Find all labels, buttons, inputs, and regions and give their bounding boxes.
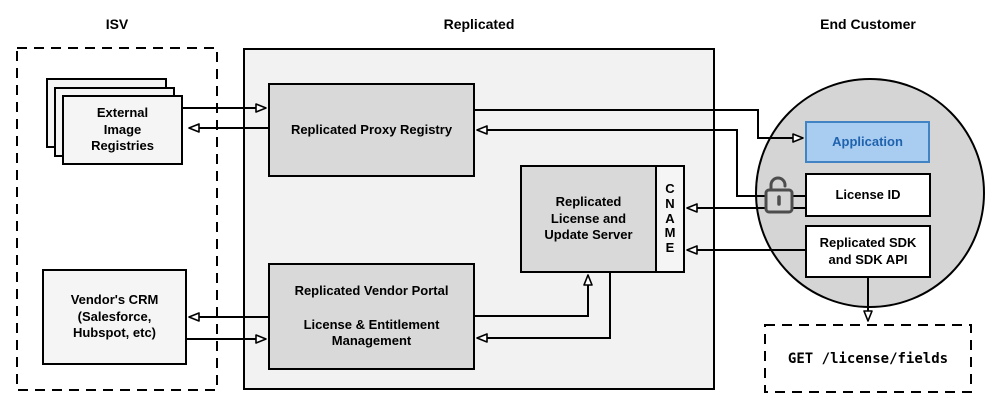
sdk-label: Replicated SDK and SDK API: [819, 234, 917, 267]
edge-licenseserver-to-portal: [476, 273, 611, 343]
section-title-isv: ISV: [105, 16, 129, 32]
license-id-label: License ID: [835, 186, 901, 202]
external-registries-box: External Image Registries: [62, 95, 183, 165]
vendor-portal-label: Replicated Vendor Portal License & Entit…: [294, 282, 449, 349]
cname-strip: C N A M E: [655, 167, 683, 271]
application-box: Application: [805, 121, 930, 163]
cname-label: C N A M E: [664, 180, 676, 256]
section-title-end-customer: End Customer: [820, 16, 916, 32]
unlock-icon: [764, 176, 794, 214]
get-endpoint-dashed-box: [764, 324, 972, 393]
sdk-box: Replicated SDK and SDK API: [805, 225, 931, 278]
vendor-crm-label: Vendor's CRM (Salesforce, Hubspot, etc): [70, 291, 159, 341]
get-endpoint-box: GET /license/fields: [765, 325, 971, 392]
license-id-box: License ID: [805, 173, 931, 217]
license-update-server-box: Replicated License and Update Server C N…: [520, 165, 685, 273]
license-update-server-label: Replicated License and Update Server: [544, 193, 633, 243]
vendor-portal-box: Replicated Vendor Portal License & Entit…: [268, 263, 475, 370]
proxy-registry-box: Replicated Proxy Registry: [268, 83, 475, 177]
vendor-crm-box: Vendor's CRM (Salesforce, Hubspot, etc): [42, 269, 187, 365]
get-endpoint-label: GET /license/fields: [787, 350, 949, 367]
external-registries-label: External Image Registries: [91, 104, 154, 154]
application-label: Application: [832, 133, 903, 149]
edge-portal-to-licenseserver: [475, 274, 593, 317]
section-title-replicated: Replicated: [443, 16, 515, 32]
proxy-registry-label: Replicated Proxy Registry: [290, 121, 453, 137]
edge-proxy-to-application: [475, 109, 804, 143]
